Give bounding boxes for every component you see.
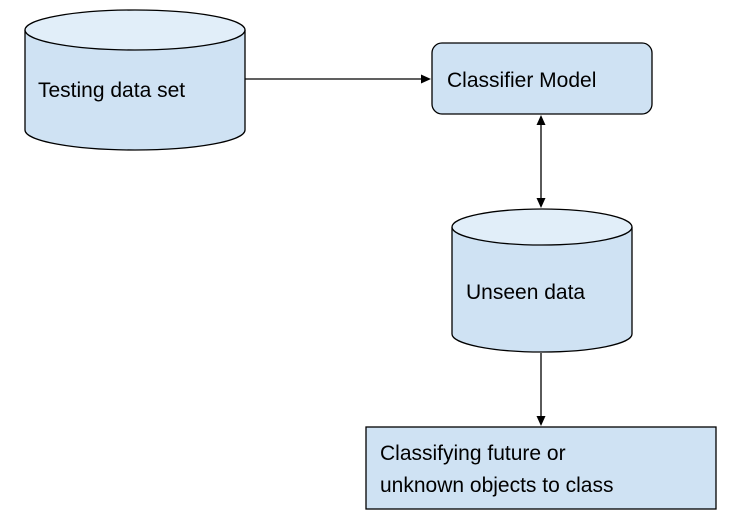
testing-data-set-body (24, 30, 246, 151)
unseen-data-label: Unseen data (466, 281, 585, 304)
classifier-model-box: Classifier Model (431, 42, 653, 115)
arrowhead-down-icon (536, 416, 546, 426)
edge-unseen-to-output (536, 353, 546, 426)
classifier-model-rect (431, 42, 653, 115)
edge-classifier-unseen (536, 115, 546, 208)
unseen-data-top (451, 208, 633, 246)
arrowhead-up-icon (536, 115, 546, 125)
unseen-data-cylinder: Unseen data (451, 208, 633, 353)
classifying-output-line1: Classifying future or (380, 442, 566, 465)
unseen-data-body (451, 227, 633, 353)
testing-data-set-cylinder: Testing data set (24, 9, 246, 151)
testing-data-set-top (24, 9, 246, 51)
testing-data-set-label: Testing data set (38, 79, 185, 102)
arrowhead-down-icon (536, 198, 546, 208)
classifying-output-line2: unknown objects to class (380, 474, 613, 497)
classifying-output-box: Classifying future or unknown objects to… (365, 426, 717, 510)
classifier-model-label: Classifier Model (447, 69, 596, 92)
arrowhead-right-icon (421, 74, 431, 84)
edge-testing-to-classifier (245, 74, 431, 84)
classifying-output-rect (365, 426, 717, 510)
